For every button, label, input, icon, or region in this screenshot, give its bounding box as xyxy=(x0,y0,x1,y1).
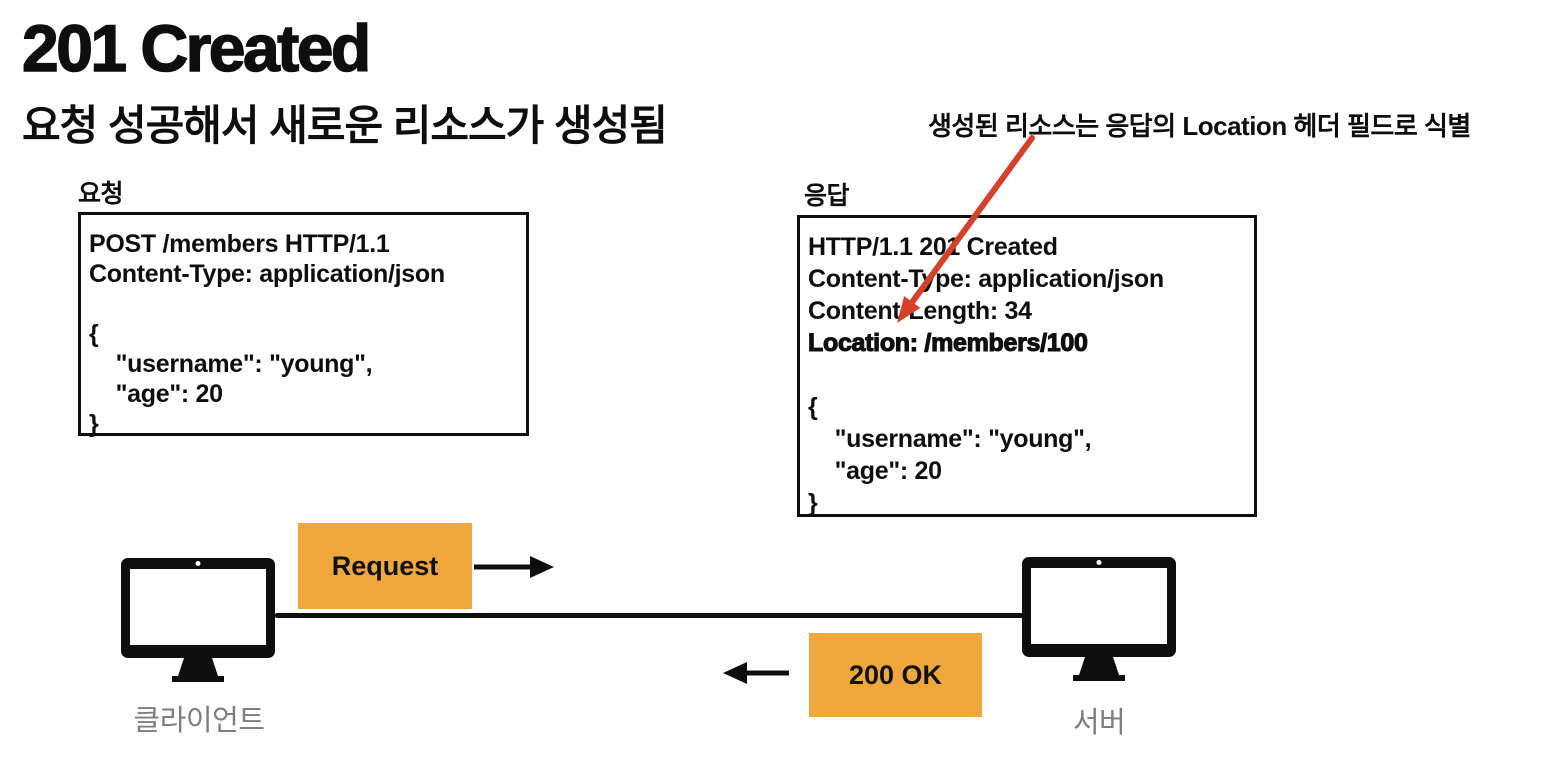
location-annotation: 생성된 리소스는 응답의 Location 헤더 필드로 식별 xyxy=(928,111,1471,141)
response-panel-label: 응답 xyxy=(804,182,850,210)
red-pointer-arrow-icon xyxy=(897,135,1035,323)
request-line: { xyxy=(89,320,99,348)
client-label: 클라이언트 xyxy=(133,705,265,737)
response-line: "age": 20 xyxy=(808,457,942,485)
request-panel-label: 요청 xyxy=(78,180,124,208)
arrow-left-icon xyxy=(723,662,789,684)
request-badge: Request xyxy=(298,523,472,609)
response-line: { xyxy=(808,393,818,421)
response-line xyxy=(800,359,1254,391)
response-line: "username": "young", xyxy=(808,425,1092,453)
request-line: "age": 20 xyxy=(89,380,223,408)
request-line: Content-Type: application/json xyxy=(89,260,445,288)
response-line: Content-Type: application/json xyxy=(808,265,1164,293)
client-monitor-icon xyxy=(121,558,275,682)
request-message-box: POST /members HTTP/1.1 Content-Type: app… xyxy=(78,212,529,438)
response-message-box: HTTP/1.1 201 Created Content-Type: appli… xyxy=(797,215,1257,517)
network-line xyxy=(275,613,1023,618)
subtitle: 요청 성공해서 새로운 리소스가 생성됨 xyxy=(22,102,668,149)
arrow-right-icon xyxy=(474,556,554,578)
server-monitor-icon xyxy=(1022,557,1176,681)
response-badge: 200 OK xyxy=(809,633,982,717)
response-line: } xyxy=(808,489,818,517)
request-line: } xyxy=(89,410,99,438)
request-line xyxy=(81,289,526,319)
page-title: 201 Created xyxy=(21,10,372,86)
server-label: 서버 xyxy=(1072,707,1126,739)
request-line: "username": "young", xyxy=(89,350,373,378)
response-location-line: Location: /members/100 xyxy=(807,328,1088,357)
request-line: POST /members HTTP/1.1 xyxy=(89,230,390,258)
